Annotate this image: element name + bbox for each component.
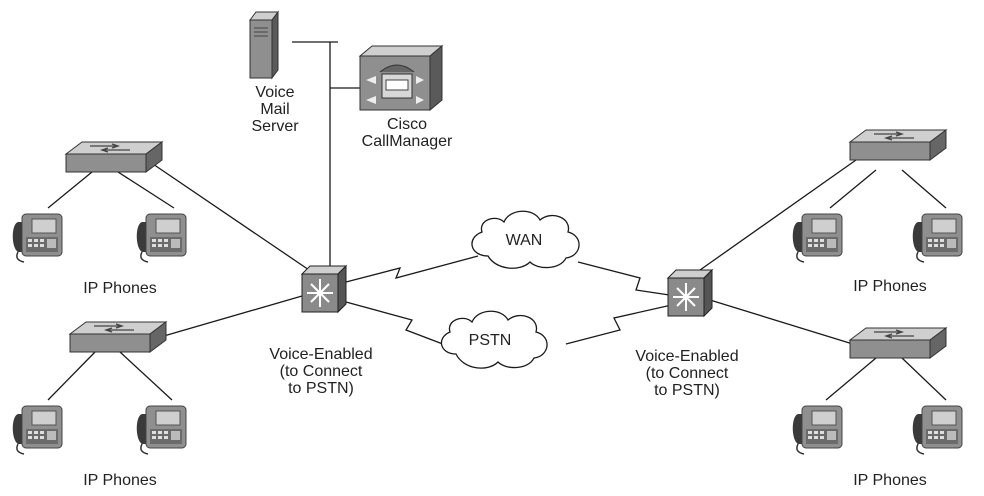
ip-phone-icon [12, 405, 63, 455]
lan-switch-icon [65, 141, 163, 173]
wan-label: WAN [505, 232, 543, 249]
pstn-label: PSTN [468, 332, 512, 349]
cisco-callmanager-label: Cisco CallManager [361, 116, 453, 150]
callmanager-icon [358, 44, 444, 112]
voice-router-icon [301, 265, 347, 313]
voice-mail-server-icon [249, 10, 279, 80]
cloud-icon [440, 310, 548, 369]
ip-phone-icon [912, 405, 963, 455]
ip-phones-label: IP Phones [83, 280, 157, 297]
ip-phones-label: IP Phones [853, 278, 927, 295]
lan-switch-icon [849, 129, 947, 161]
ip-phones-label: IP Phones [853, 472, 927, 489]
ip-phones-label: IP Phones [83, 472, 157, 489]
voice-enabled-label: Voice-Enabled (to Connect to PSTN) [635, 348, 739, 399]
voice-router-icon [667, 269, 713, 317]
ip-phone-icon [792, 213, 843, 263]
cloud-icon [471, 210, 580, 269]
ip-phone-icon [792, 405, 843, 455]
connection-lines [47, 41, 947, 401]
ip-phone-icon [12, 213, 63, 263]
ip-phone-icon [136, 213, 187, 263]
lan-switch-icon [69, 321, 167, 353]
ip-phone-icon [136, 405, 187, 455]
voice-mail-server-label: Voice Mail Server [251, 84, 299, 135]
lan-switch-icon [849, 327, 947, 359]
ip-phone-icon [912, 213, 963, 263]
voice-enabled-label: Voice-Enabled (to Connect to PSTN) [269, 346, 373, 397]
